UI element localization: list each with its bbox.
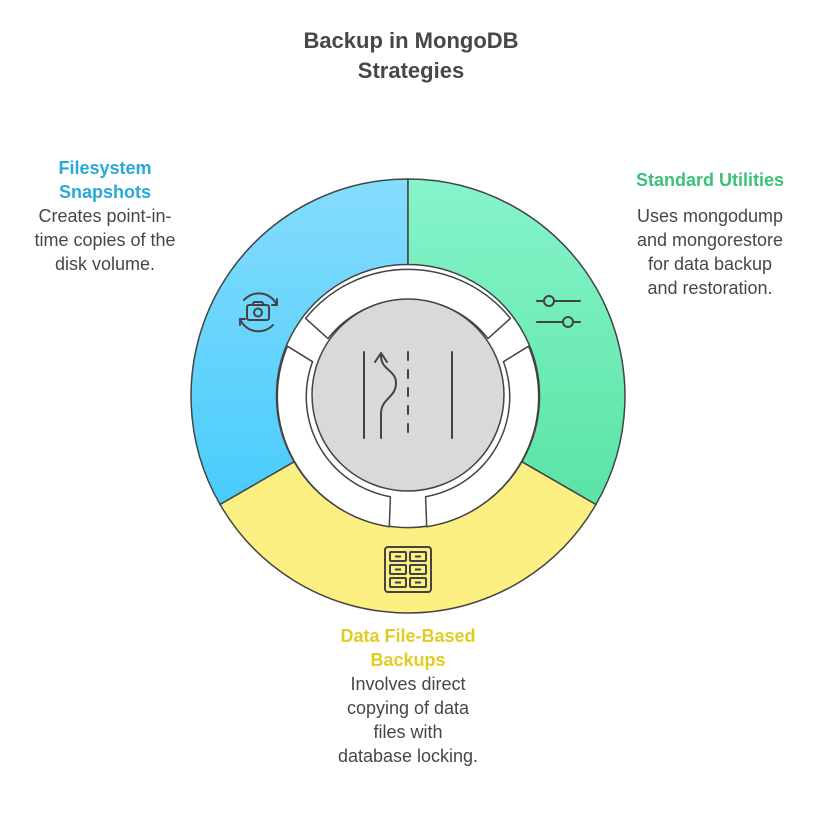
segment-filesystem <box>190 178 409 506</box>
heading-line: Backups <box>370 650 446 670</box>
data-file-backups-block: Data File-Based Backups Involves direct … <box>310 624 506 768</box>
filesystem-snapshots-block: Filesystem Snapshots Creates point-in- t… <box>20 156 190 276</box>
heading-line: Filesystem <box>58 158 152 178</box>
heading-line: Data File-Based <box>340 626 476 646</box>
inner-ring-arc-right <box>424 345 540 528</box>
sliders-icon <box>536 295 581 328</box>
diagram-title: Backup in MongoDB Strategies <box>0 26 822 86</box>
data-file-backups-heading: Data File-Based Backups <box>310 624 506 672</box>
description-line: files with <box>373 722 443 742</box>
description-line: database locking. <box>337 746 479 766</box>
description-line: disk volume. <box>54 254 156 274</box>
standard-utilities-heading: Standard Utilities <box>610 168 810 192</box>
segment-standard <box>407 178 626 506</box>
inner-ring <box>276 268 540 528</box>
title-line-2: Strategies <box>357 58 465 83</box>
data-file-backups-description: Involves direct copying of data files wi… <box>310 672 506 768</box>
title-line-1: Backup in MongoDB <box>303 28 519 53</box>
description-line: Involves direct <box>350 674 466 694</box>
standard-utilities-description: Uses mongodump and mongorestore for data… <box>610 204 810 300</box>
description-line: and mongorestore <box>636 230 784 250</box>
heading-line: Standard Utilities <box>635 170 785 190</box>
description-line: for data backup <box>647 254 773 274</box>
filesystem-snapshots-description: Creates point-in- time copies of the dis… <box>20 204 190 276</box>
filesystem-snapshots-heading: Filesystem Snapshots <box>20 156 190 204</box>
description-line: and restoration. <box>647 278 773 298</box>
road-lane-icon <box>363 351 453 439</box>
inner-ring-arc-left <box>276 345 392 528</box>
camera-rotate-icon <box>239 292 278 333</box>
description-line: Creates point-in- <box>38 206 172 226</box>
description-line: time copies of the <box>34 230 176 250</box>
standard-utilities-block: Standard Utilities Uses mongodump and mo… <box>610 168 810 300</box>
file-cabinet-icon <box>384 546 432 593</box>
description-line: Uses mongodump <box>636 206 784 226</box>
heading-line: Snapshots <box>58 182 151 202</box>
description-line: copying of data <box>346 698 470 718</box>
